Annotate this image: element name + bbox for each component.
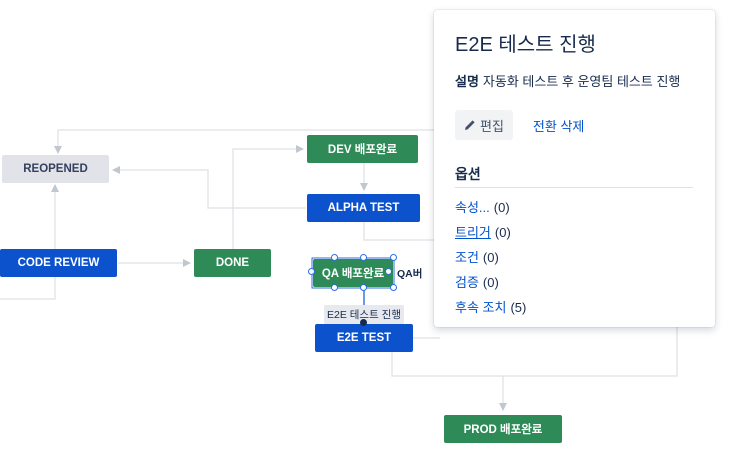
resize-handle[interactable] — [390, 284, 397, 291]
edit-button[interactable]: 편집 — [455, 110, 513, 140]
option-post-functions-link[interactable]: 후속 조치 — [455, 300, 507, 315]
description-text: 자동화 테스트 후 운영팀 테스트 진행 — [482, 74, 681, 89]
status-dev-done[interactable]: DEV 배포완료 — [307, 135, 418, 163]
resize-handle[interactable] — [360, 284, 367, 291]
status-qa-done[interactable]: QA 배포완료 — [313, 259, 393, 287]
option-post-functions: 후속 조치(5) — [455, 295, 694, 320]
resize-handle[interactable] — [308, 268, 315, 275]
resize-handle[interactable] — [360, 254, 367, 261]
edit-button-label: 편집 — [480, 118, 504, 134]
resize-handle[interactable] — [331, 284, 338, 291]
status-prod-done[interactable]: PROD 배포완료 — [444, 415, 562, 443]
panel-title: E2E 테스트 진행 — [455, 34, 596, 56]
options-heading: 옵션 — [455, 164, 693, 188]
option-triggers: 트리거(0) — [455, 220, 694, 245]
option-count: (5) — [510, 300, 527, 315]
option-count: (0) — [482, 250, 499, 265]
option-properties-link[interactable]: 속성... — [455, 200, 490, 215]
resize-handle[interactable] — [390, 254, 397, 261]
option-conditions: 조건(0) — [455, 245, 694, 270]
option-validators-link[interactable]: 검증 — [455, 275, 479, 290]
transition-tag[interactable]: E2E 테스트 진행 — [324, 305, 404, 324]
option-count: (0) — [493, 200, 510, 215]
options-list: 속성...(0) 트리거(0) 조건(0) 검증(0) 후속 조치(5) — [455, 195, 694, 320]
option-count: (0) — [494, 225, 511, 240]
option-validators: 검증(0) — [455, 270, 694, 295]
option-conditions-link[interactable]: 조건 — [455, 250, 479, 265]
overlap-label: QA버 — [396, 266, 424, 281]
status-alpha-test[interactable]: ALPHA TEST — [307, 194, 420, 222]
option-triggers-link[interactable]: 트리거 — [455, 225, 491, 240]
status-reopened[interactable]: REOPENED — [2, 155, 109, 183]
status-e2e-test[interactable]: E2E TEST — [315, 324, 413, 352]
transition-endpoint[interactable] — [360, 319, 367, 326]
delete-transition-link[interactable]: 전환 삭제 — [532, 118, 585, 134]
status-code-review[interactable]: CODE REVIEW — [0, 249, 117, 277]
option-count: (0) — [482, 275, 499, 290]
status-done[interactable]: DONE — [194, 249, 271, 277]
resize-handle[interactable] — [331, 254, 338, 261]
pencil-icon — [465, 120, 475, 130]
option-properties: 속성...(0) — [455, 195, 694, 220]
resize-handle[interactable] — [385, 268, 392, 275]
description-label: 설명 — [455, 74, 479, 89]
